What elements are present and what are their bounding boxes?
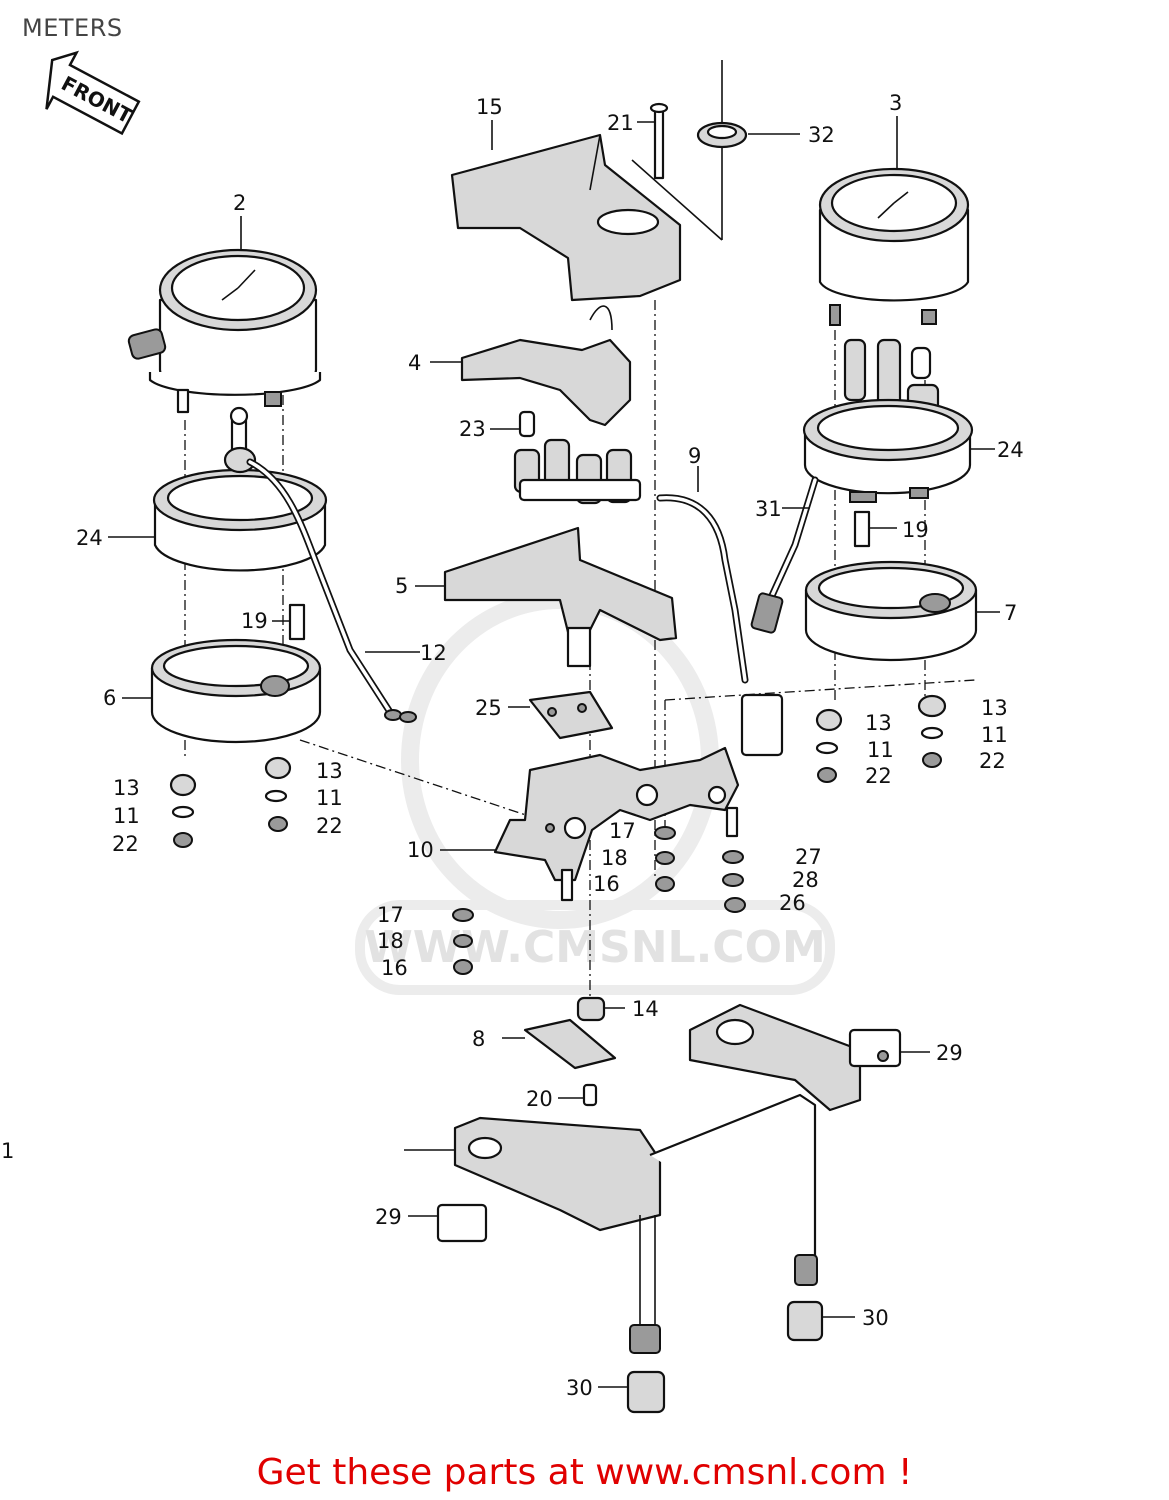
callout-1: 1 [1,1139,14,1163]
callout-29-right: 29 [936,1041,963,1065]
callout-20: 20 [526,1087,553,1111]
callout-17-left: 17 [377,903,404,927]
callout-24-right: 24 [997,438,1024,462]
watermark-text: WWW.CMSNL.COM [364,922,826,973]
wire-harness-center [656,494,784,757]
speedometer-meter [127,248,322,414]
callout-14: 14 [632,997,659,1021]
meter-cup-right [804,560,978,662]
callout-30-left: 30 [566,1376,593,1400]
callout-17-right: 17 [609,819,636,843]
callout-26: 26 [779,891,806,915]
meter-stay [453,1003,862,1330]
meter-cup-left [150,638,322,744]
indicator-panel [460,305,632,427]
callout-16-left: 16 [381,956,408,980]
callout-22-center-right: 22 [865,764,892,788]
callout-15: 15 [476,95,503,119]
callout-31: 31 [755,497,782,521]
page-title: METERS [22,14,123,42]
callout-13-right: 13 [981,696,1008,720]
mounting-plate [528,690,614,740]
callout-12: 12 [420,641,447,665]
callout-13-center-left: 13 [316,759,343,783]
callout-9: 9 [688,444,701,468]
callout-13-left: 13 [113,776,140,800]
callout-11-left: 11 [113,804,140,828]
clamp-lower [436,1203,488,1243]
callout-21: 21 [607,111,634,135]
callout-3: 3 [889,91,902,115]
meter-top-cover [450,133,682,302]
callout-10: 10 [407,838,434,862]
cushion-lower [626,1324,666,1414]
callout-19-left: 19 [241,609,268,633]
callout-11-center-left: 11 [316,786,343,810]
wire-harness-right [750,476,819,634]
callout-32: 32 [808,123,835,147]
clamp-upper [848,1028,902,1068]
callout-2: 2 [233,191,246,215]
callout-labels: 1 2 3 4 5 6 7 8 9 10 11 11 11 11 12 13 1… [1,91,1024,1400]
callout-22-left: 22 [112,832,139,856]
meter-bracket [443,526,678,668]
callout-6: 6 [103,686,116,710]
main-bracket [493,746,740,882]
callout-7: 7 [1004,601,1017,625]
callout-22-center-left: 22 [316,814,343,838]
callout-28: 28 [792,868,819,892]
footer-link[interactable]: Get these parts at www.cmsnl.com ! [256,1452,913,1493]
callout-18-left: 18 [377,929,404,953]
leader-lines [108,116,1000,1388]
callout-30-right: 30 [862,1306,889,1330]
hardware [169,102,947,975]
callout-8: 8 [472,1027,485,1051]
callout-27: 27 [795,845,822,869]
meter-case-left [152,406,328,572]
callout-29-left: 29 [375,1205,402,1229]
wire-harness-left [246,458,417,723]
callout-5: 5 [395,574,408,598]
cushion-upper [786,1254,824,1342]
indicator-lamps [513,410,642,505]
callout-25: 25 [475,696,502,720]
callout-13-center-right: 13 [865,711,892,735]
callout-18-right: 18 [601,846,628,870]
callout-11-center-right: 11 [867,738,894,762]
rubber-grommet [576,996,606,1022]
lower-plate [523,1018,617,1107]
callout-24-left: 24 [76,526,103,550]
callout-11-right: 11 [981,723,1008,747]
callout-19-right: 19 [902,518,929,542]
callout-4: 4 [408,351,421,375]
front-arrow-icon: FRONT [45,50,141,136]
callout-22-right: 22 [979,749,1006,773]
callout-23: 23 [459,417,486,441]
callout-16-right: 16 [593,872,620,896]
meter-case-right [802,398,974,503]
tachometer-meter [818,167,970,326]
